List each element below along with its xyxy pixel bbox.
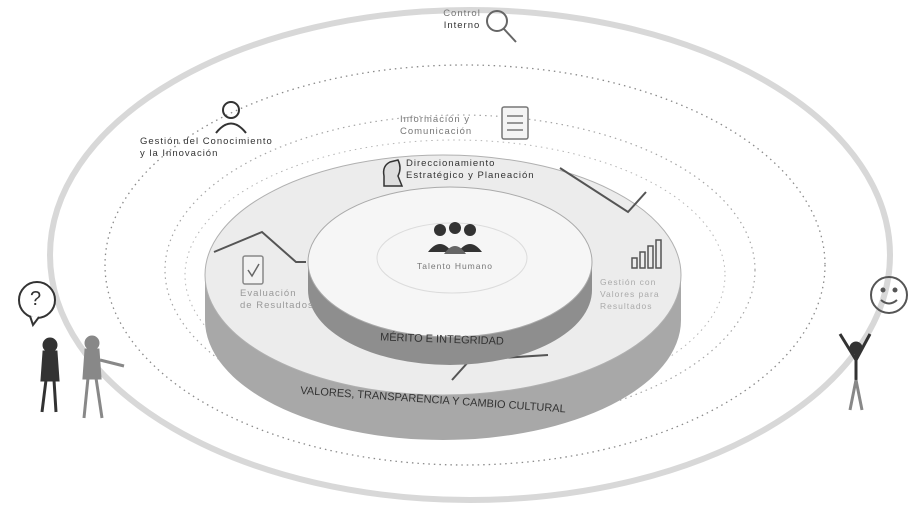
direccionamiento-label: Direccionamiento Estratégico y Planeació… xyxy=(406,158,535,181)
chess-knight-icon xyxy=(382,159,404,187)
gestion-resultados-label: Gestión con Valores para Resultados xyxy=(600,277,660,311)
dotted-ring-2 xyxy=(164,114,756,426)
bar-chart-icon xyxy=(631,239,662,269)
magnifier-icon xyxy=(486,10,517,43)
inner-disc-top xyxy=(307,186,593,338)
talento-humano-label: Talento Humano xyxy=(417,261,493,271)
control-interno-label: Control Interno xyxy=(443,8,481,31)
evaluacion-label: Evaluación de Resultados xyxy=(240,288,314,311)
team-icon xyxy=(428,222,482,254)
right-figure-icon xyxy=(838,333,872,411)
smiley-icon xyxy=(870,276,908,314)
dotted-ring-1 xyxy=(104,64,826,466)
informacion-label: Información y Comunicación xyxy=(400,114,473,137)
arrow-left xyxy=(213,230,306,263)
arrow-right xyxy=(559,167,647,214)
person-icon xyxy=(215,101,247,134)
outer-disc-side xyxy=(205,275,681,440)
question-mark-text: ? xyxy=(30,288,42,310)
gestion-conocimiento-label: Gestión del Conocimiento y la Innovación xyxy=(140,136,273,159)
inner-disc-side xyxy=(308,262,592,365)
left-figures-icon xyxy=(40,335,125,419)
dotted-ring-3 xyxy=(184,139,726,411)
document-icon xyxy=(501,106,529,140)
question-bubble-icon xyxy=(18,281,56,328)
outer-ring xyxy=(47,7,893,503)
checklist-icon xyxy=(242,255,264,285)
